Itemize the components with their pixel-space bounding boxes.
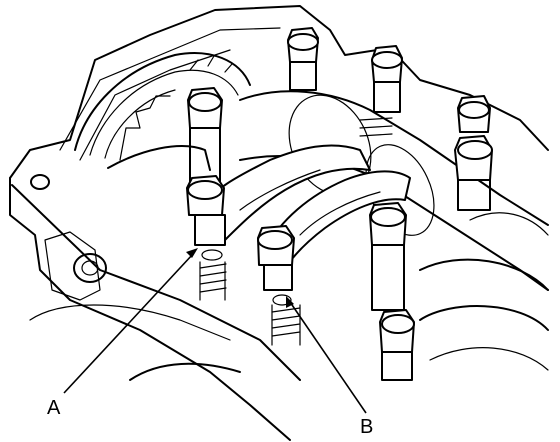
bolt-lower-center (369, 202, 407, 311)
camshaft-sprocket (74, 52, 251, 171)
bolt-a (186, 175, 226, 301)
leader-a (63, 248, 198, 394)
bolt-b (257, 225, 301, 346)
bolt-top-left (287, 27, 319, 91)
rocker-arm-a (194, 144, 371, 241)
valve-springs (199, 117, 393, 337)
cylinder-head-casting (9, 5, 549, 441)
bolt-right-1 (457, 95, 491, 133)
rocker-arm-b (264, 170, 411, 269)
bolt-bottom-right (379, 309, 415, 381)
callout-label-a: A (47, 397, 61, 419)
leader-b (286, 296, 367, 414)
bolt-right-2 (454, 135, 493, 211)
bolt-top-right (371, 45, 403, 113)
callout-label-b: B (360, 416, 374, 438)
